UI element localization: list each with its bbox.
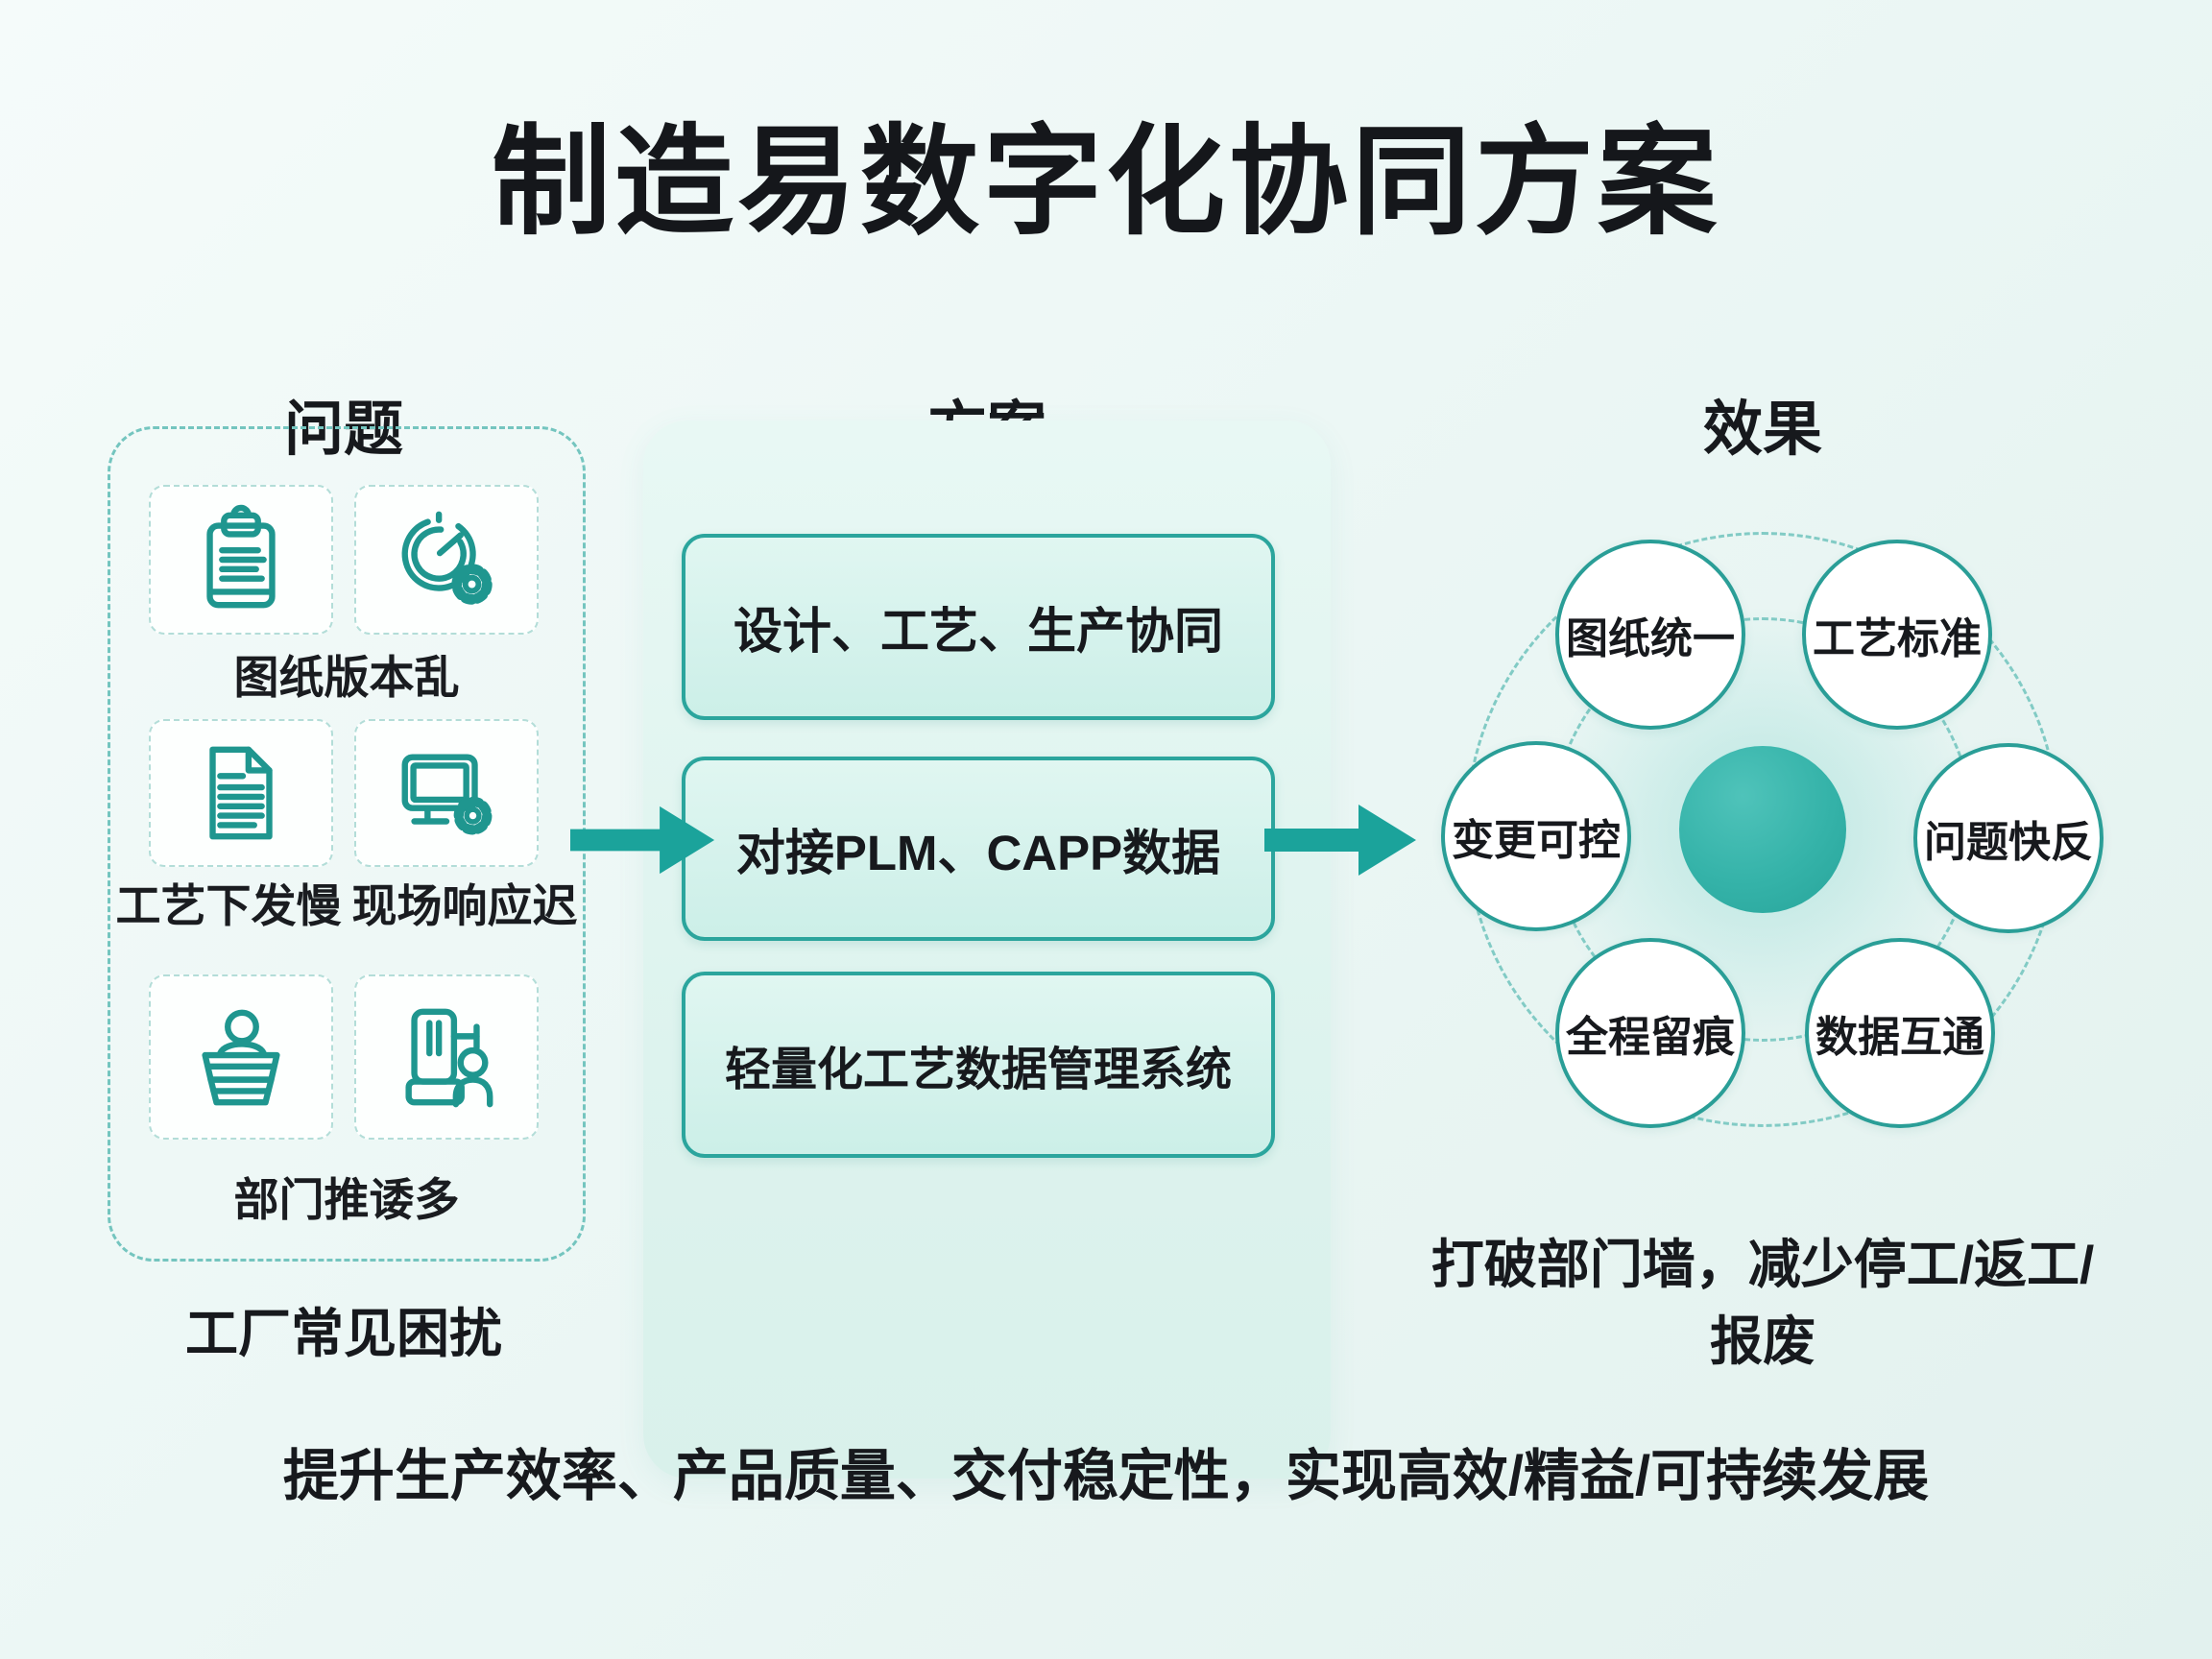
arrow-right-icon (570, 805, 715, 875)
clipboard-icon (206, 504, 276, 609)
gauge-gear-icon (401, 511, 493, 605)
page-title: 制造易数字化协同方案 (491, 116, 1720, 249)
effect-circle-traceability: 全程留痕 (1555, 938, 1745, 1128)
problem-label-4: 部门推诿多 (233, 1174, 460, 1225)
effect-circle-change-control: 变更可控 (1441, 741, 1631, 931)
footer-summary: 提升生产效率、产品质量、交付稳定性，实现高效/精益/可持续发展 (282, 1445, 1930, 1507)
problem-card-response (354, 719, 539, 867)
monitor-gear-icon (401, 754, 493, 835)
effect-circle-standards: 工艺标准 (1802, 540, 1992, 730)
solution-panel: 设计、工艺、生产协同 对接PLM、CAPP数据 轻量化工艺数据管理系统 (643, 421, 1331, 1479)
problem-label-1: 图纸版本乱 (233, 652, 460, 703)
machine-person-icon (405, 1008, 493, 1108)
solution-box-collaboration: 设计、工艺、生产协同 (682, 534, 1275, 720)
problems-panel: 图纸版本乱 工艺下发慢 现场响 (108, 426, 586, 1262)
problem-card-process (149, 719, 333, 867)
problem-label-2: 工艺下发慢 (115, 880, 342, 931)
effects-header: 效果 (1702, 397, 1822, 463)
effect-circle-drawings: 图纸统一 (1555, 540, 1745, 730)
solution-box-plm-capp: 对接PLM、CAPP数据 (682, 757, 1275, 941)
effect-circle-fast-response: 问题快反 (1913, 743, 2104, 933)
problems-header: 问题 (283, 397, 403, 463)
problems-caption: 工厂常见困扰 (184, 1304, 502, 1363)
effect-circle-data-exchange: 数据互通 (1805, 938, 1995, 1128)
podium-person-icon (202, 1009, 280, 1106)
problem-card-department (354, 974, 539, 1140)
hub-circle (1679, 746, 1846, 913)
arrow-right-icon (1264, 805, 1416, 876)
problem-card-version (354, 485, 539, 635)
effects-note: 打破部门墙，减少停工/返工/报废 (1431, 1235, 2095, 1371)
problem-card-drawing (149, 485, 333, 635)
problem-card-blame (149, 974, 333, 1140)
problem-label-3: 现场响应迟 (351, 880, 578, 931)
solution-box-lightweight-system: 轻量化工艺数据管理系统 (682, 972, 1275, 1158)
document-icon (209, 746, 273, 840)
effects-ring: 图纸统一 工艺标准 变更可控 问题快反 全程留痕 数据互通 (1441, 532, 2104, 1128)
